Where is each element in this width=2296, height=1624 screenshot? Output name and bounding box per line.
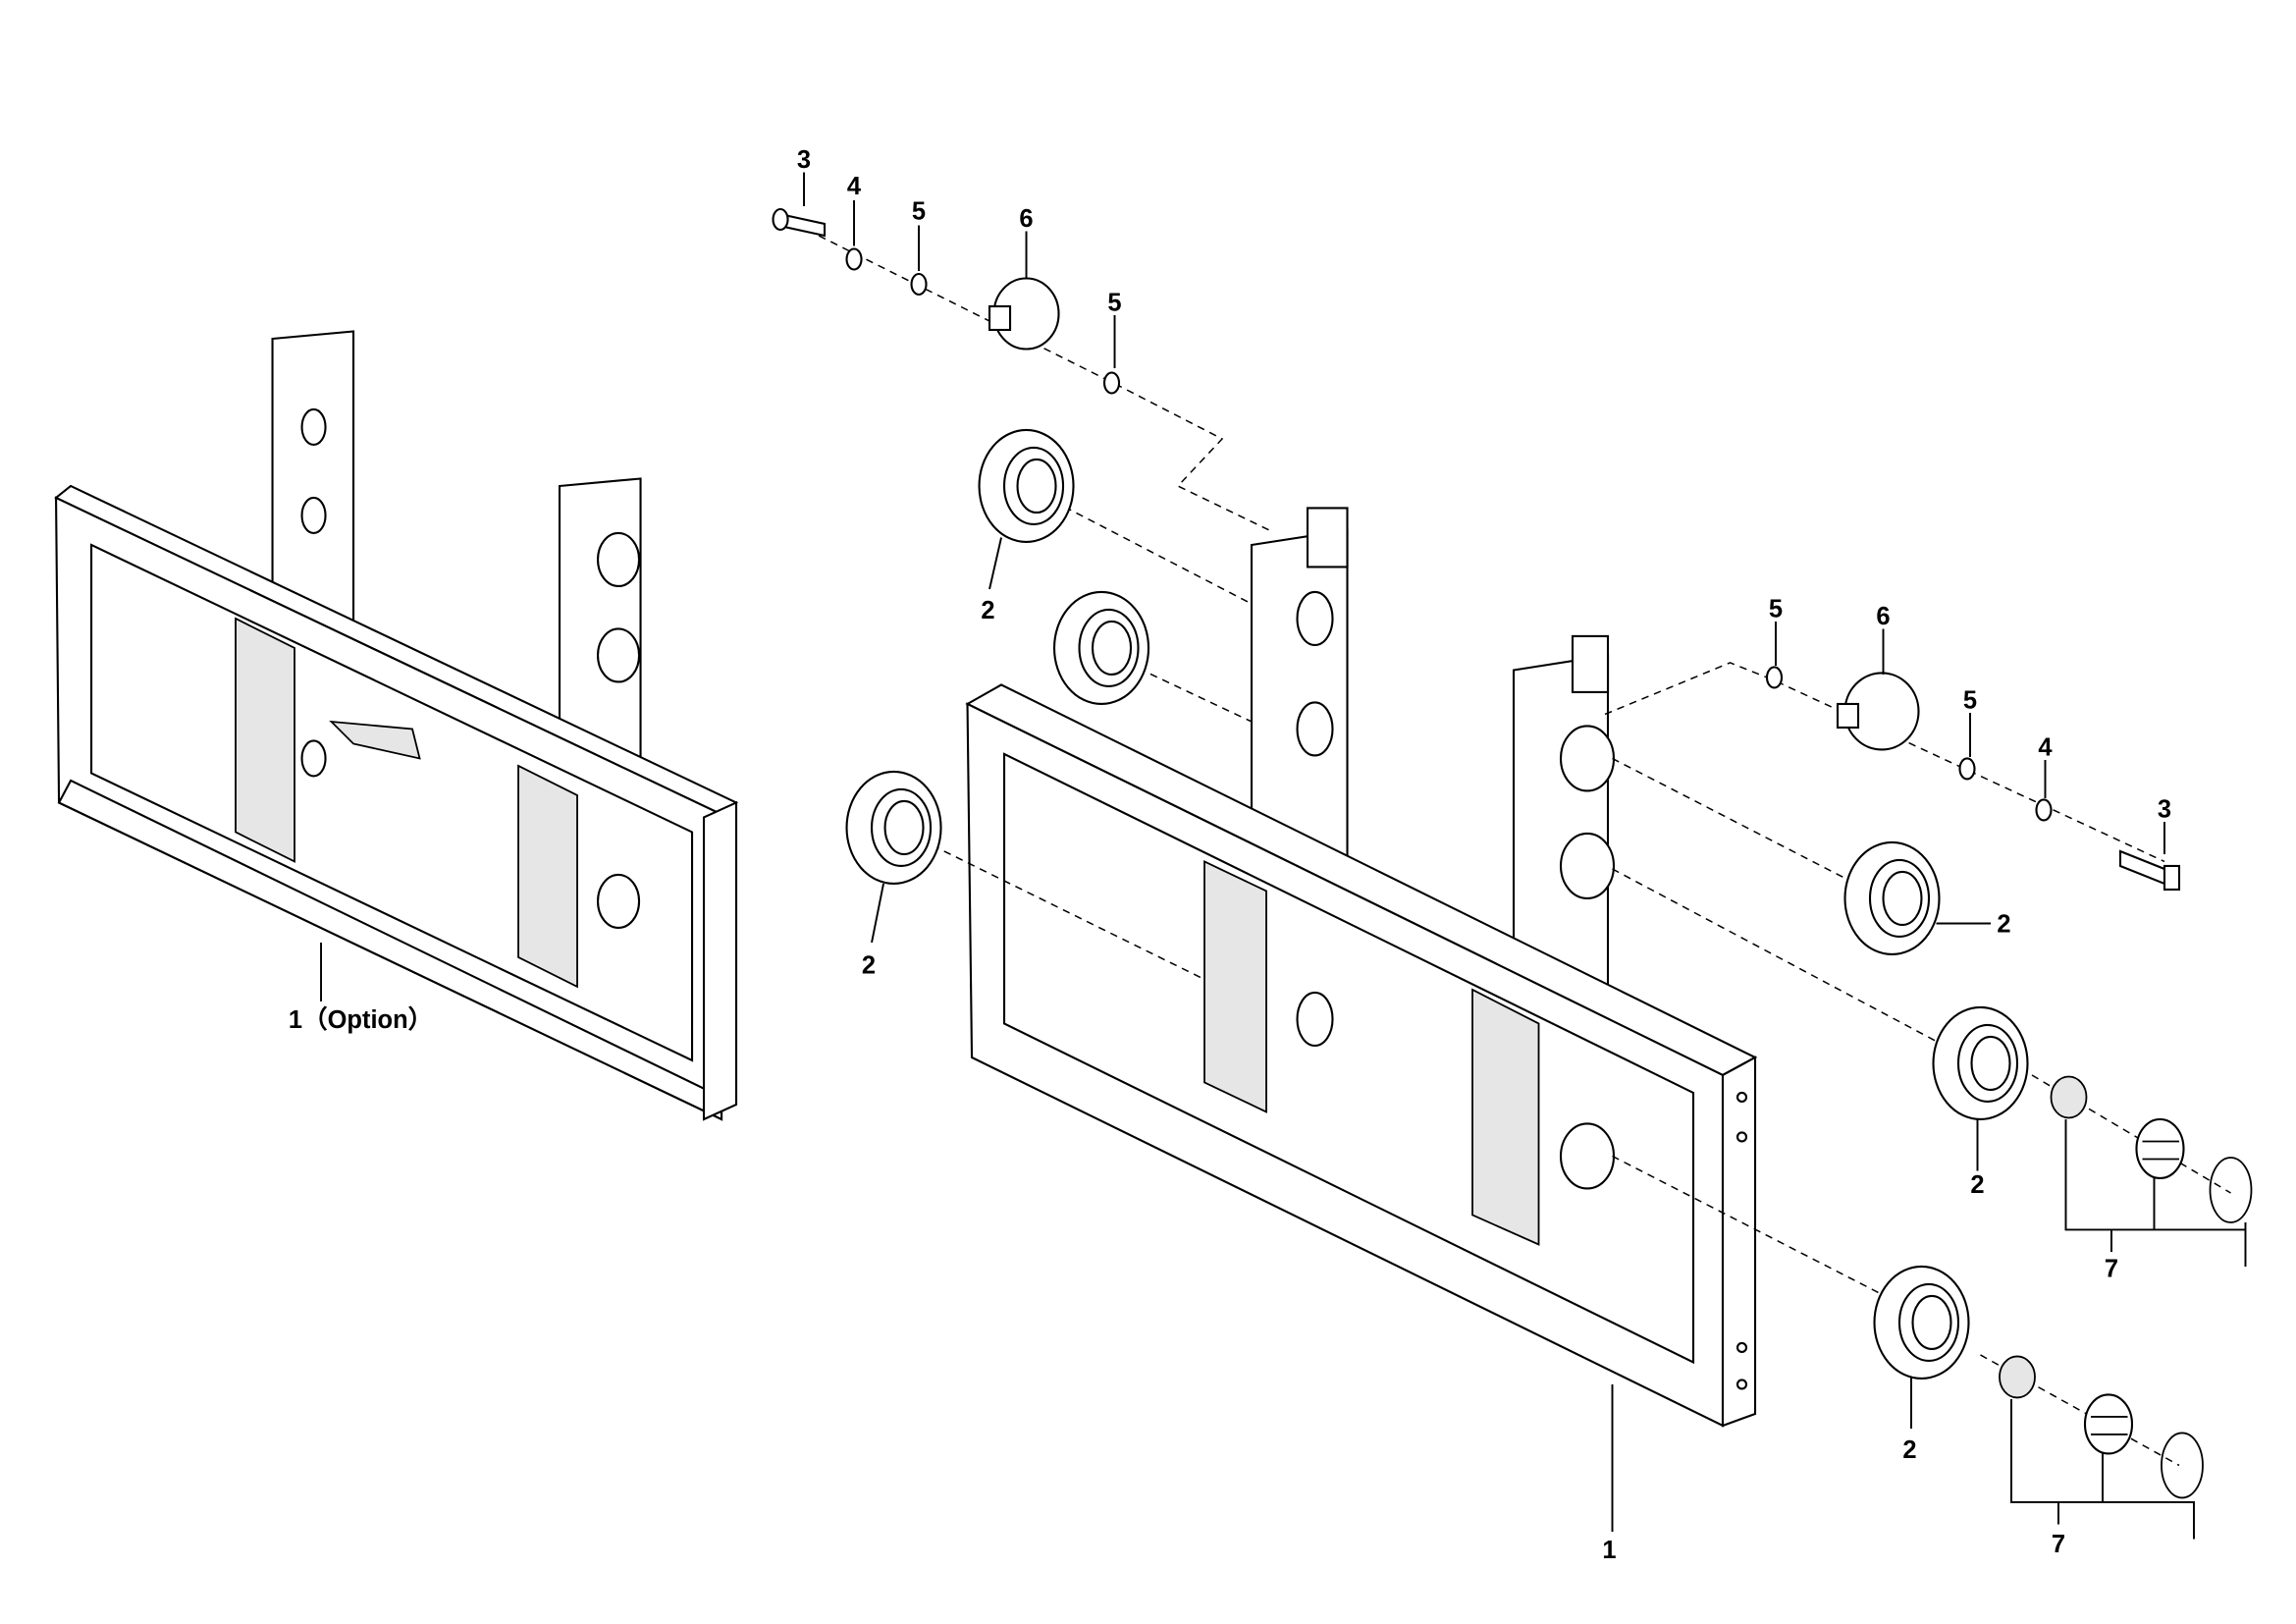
main-left-post-tab — [1306, 507, 1349, 568]
callout-bearing: 2 — [981, 597, 994, 624]
callout-shim: 5 — [912, 197, 926, 225]
callout-bolt: 3 — [2158, 795, 2171, 823]
main-roller-stub — [1559, 832, 1616, 900]
callout-roller: 6 — [1019, 205, 1033, 233]
callout-shim: 5 — [1107, 289, 1121, 316]
main-post-hole — [1296, 590, 1334, 647]
callout-bearing: 2 — [862, 951, 876, 979]
shim-icon — [1102, 371, 1121, 395]
option-center-plate — [235, 617, 295, 863]
plate-icon — [2135, 1117, 2185, 1180]
option-bracket — [329, 720, 421, 760]
option-carriage-frame: 1（Option） — [54, 330, 739, 1121]
option-roller-stub — [596, 627, 641, 683]
bearing-icon — [1932, 1005, 2029, 1121]
bearing-icon — [1843, 840, 1941, 956]
callout-option-frame: 1（Option） — [289, 1005, 433, 1034]
callout-shim: 5 — [1769, 595, 1783, 623]
main-right-post-tab — [1571, 634, 1610, 694]
main-post-hole — [1296, 701, 1334, 757]
callout-shim: 5 — [1963, 686, 1977, 714]
main-roller-stub — [1559, 725, 1616, 792]
callout-roller: 6 — [1876, 603, 1890, 630]
bearings: 2 2 2 2 2 2 — [845, 428, 2029, 1464]
option-side-plate — [517, 764, 578, 989]
callout-main-frame: 1 — [1602, 1537, 1616, 1564]
bearing-icon — [978, 428, 1075, 544]
callout-bearing: 2 — [1902, 1436, 1916, 1464]
right-roller-assembly: 5 6 5 4 3 — [1765, 595, 2181, 892]
main-carriage-frame: 1 — [965, 507, 1758, 1564]
bearing-icon — [845, 770, 942, 886]
roller-shaft — [1836, 702, 1860, 730]
callout-bearing: 2 — [1970, 1171, 1984, 1199]
option-post-hole — [300, 739, 327, 778]
bearing-icon — [1873, 1265, 1970, 1380]
callout-clip-set: 7 — [2052, 1531, 2065, 1558]
option-post-hole — [300, 407, 327, 447]
sleeve-icon — [1999, 1355, 2036, 1399]
snap-ring-icon — [2161, 1432, 2204, 1499]
clip-set-lower: 7 — [1999, 1355, 2204, 1558]
option-roller-stub — [596, 531, 641, 588]
bearing-icon — [1052, 590, 1150, 706]
callout-bolt: 3 — [797, 146, 811, 174]
main-end-plate — [1721, 1056, 1757, 1428]
callout-washer: 4 — [847, 173, 862, 200]
sleeve-icon — [2050, 1075, 2088, 1119]
roller-shaft — [988, 304, 1012, 332]
main-center-plate — [1203, 860, 1267, 1113]
main-side-plate — [1471, 988, 1540, 1246]
callout-clip-set: 7 — [2105, 1255, 2118, 1282]
shim-icon — [1958, 757, 1976, 781]
option-end-plate — [702, 800, 738, 1121]
option-post-hole — [300, 496, 327, 535]
main-roller-stub — [1559, 1122, 1616, 1190]
clip-set-upper: 7 — [2050, 1075, 2253, 1282]
option-bottom-bar — [57, 779, 723, 1121]
main-post-hole — [1296, 991, 1334, 1048]
washer-icon — [845, 247, 863, 271]
callout-washer: 4 — [2038, 733, 2053, 761]
shim-icon — [1765, 666, 1784, 689]
callout-bearing: 2 — [1997, 910, 2010, 938]
plate-icon — [2083, 1393, 2134, 1455]
option-roller-stub — [596, 873, 641, 930]
shim-icon — [910, 272, 928, 297]
snap-ring-icon — [2209, 1157, 2253, 1223]
left-roller-assembly: 3 4 5 6 5 — [772, 146, 1122, 395]
washer-icon — [2035, 798, 2053, 822]
